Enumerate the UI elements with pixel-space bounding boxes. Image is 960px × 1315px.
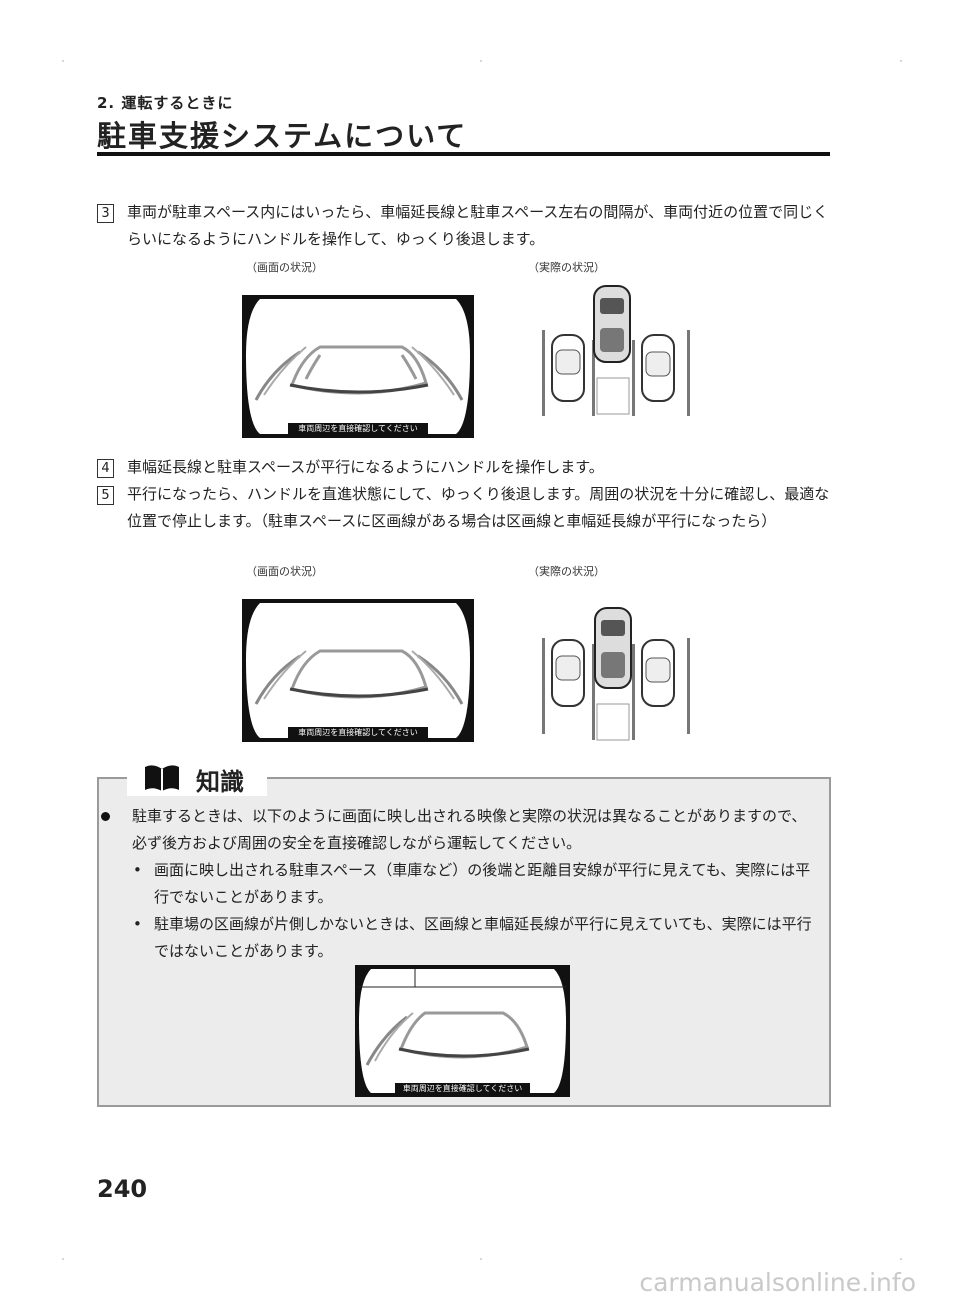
page-title: 駐車支援システムについて — [97, 119, 468, 153]
step-number: 3 — [97, 204, 114, 223]
caption-actual: （実際の状況） — [528, 565, 605, 578]
step-number: 5 — [97, 486, 114, 505]
camera-banner: 車両周辺を直接確認してください — [402, 1084, 523, 1093]
crop-mark — [900, 60, 902, 62]
camera-screen-figure: 車両周辺を直接確認してください — [242, 599, 474, 742]
title-rule — [97, 152, 830, 156]
camera-banner: 車両周辺を直接確認してください — [298, 424, 418, 433]
crop-mark — [480, 1258, 482, 1260]
camera-banner: 車両周辺を直接確認してください — [298, 728, 418, 737]
bullet-main: 駐車するときは、以下のように画面に映し出される映像と実際の状況は異なることがあり… — [97, 803, 825, 857]
caption-screen: （画面の状況） — [246, 261, 323, 274]
step-text: 車幅延長線と駐車スペースが平行になるようにハンドルを操作します。 — [127, 458, 604, 476]
step-text: 車両が駐車スペース内にはいったら、車幅延長線と駐車スペース左右の間隔が、車両付近… — [127, 203, 829, 248]
parking-lot-figure — [534, 280, 699, 420]
step-number: 4 — [97, 459, 114, 478]
step-4: 4 車幅延長線と駐車スペースが平行になるようにハンドルを操作します。 — [97, 454, 832, 481]
knowledge-content: 駐車するときは、以下のように画面に映し出される映像と実際の状況は異なることがあり… — [97, 803, 825, 965]
bullet-dot-icon — [101, 812, 110, 821]
camera-screen-figure: 車両周辺を直接確認してください — [242, 295, 474, 438]
crop-mark — [900, 1258, 902, 1260]
step-5: 5 平行になったら、ハンドルを直進状態にして、ゆっくり後退します。周囲の状況を十… — [97, 481, 832, 535]
sub-bullet: • 画面に映し出される駐車スペース（車庫など）の後端と距離目安線が平行に見えても… — [97, 857, 825, 911]
sub-bullet-text: 画面に映し出される駐車スペース（車庫など）の後端と距離目安線が平行に見えても、実… — [154, 861, 811, 906]
step-3: 3 車両が駐車スペース内にはいったら、車幅延長線と駐車スペース左右の間隔が、車両… — [97, 199, 832, 253]
crop-mark — [480, 60, 482, 62]
caption-actual: （実際の状況） — [528, 261, 605, 274]
watermark: carmanualsonline.info — [639, 1268, 916, 1297]
sub-bullet-marker: • — [133, 861, 142, 879]
crop-mark — [62, 1258, 64, 1260]
bullet-main-text: 駐車するときは、以下のように画面に映し出される映像と実際の状況は異なることがあり… — [132, 807, 807, 852]
section-heading: 2. 運転するときに — [97, 94, 234, 112]
page-number: 240 — [97, 1175, 148, 1203]
sub-bullet-marker: • — [133, 915, 142, 933]
knowledge-title: 知識 — [196, 768, 244, 796]
book-icon — [143, 764, 181, 796]
sub-bullet-text: 駐車場の区画線が片側しかないときは、区画線と車幅延長線が平行に見えていても、実際… — [154, 915, 812, 960]
camera-screen-figure: 車両周辺を直接確認してください — [355, 965, 570, 1097]
crop-mark — [62, 60, 64, 62]
sub-bullet: • 駐車場の区画線が片側しかないときは、区画線と車幅延長線が平行に見えていても、… — [97, 911, 825, 965]
parking-lot-figure — [534, 604, 699, 744]
step-text: 平行になったら、ハンドルを直進状態にして、ゆっくり後退します。周囲の状況を十分に… — [127, 485, 830, 530]
caption-screen: （画面の状況） — [246, 565, 323, 578]
